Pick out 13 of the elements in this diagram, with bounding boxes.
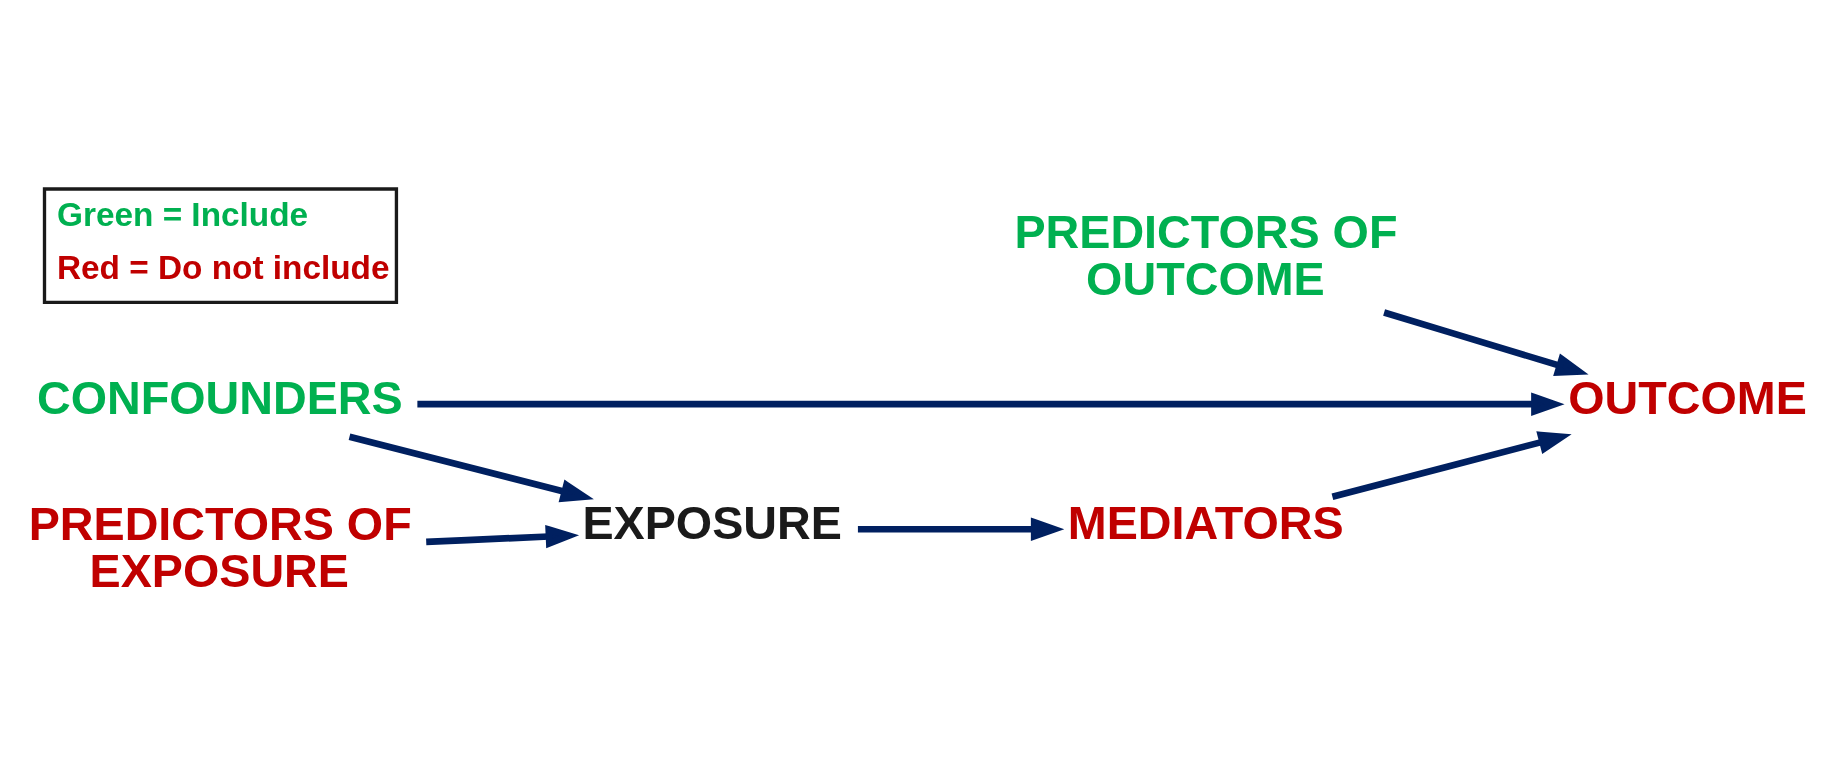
node-text: PREDICTORS OF OUTCOME [1014, 205, 1398, 305]
node-text: EXPOSURE [582, 496, 842, 549]
node-text: CONFOUNDERS [36, 371, 403, 424]
arrow [1331, 430, 1572, 500]
arrow [857, 517, 1065, 541]
node-text: OUTCOME [1568, 371, 1807, 424]
legend-label: Red = Do not include [57, 248, 390, 286]
legend-label: Green = Include [57, 195, 309, 233]
arrow [348, 433, 594, 502]
arrow [1383, 308, 1589, 376]
arrow [417, 391, 1565, 416]
node-text: MEDIATORS [1067, 496, 1344, 549]
node-text: PREDICTORS OF EXPOSURE [28, 497, 412, 597]
